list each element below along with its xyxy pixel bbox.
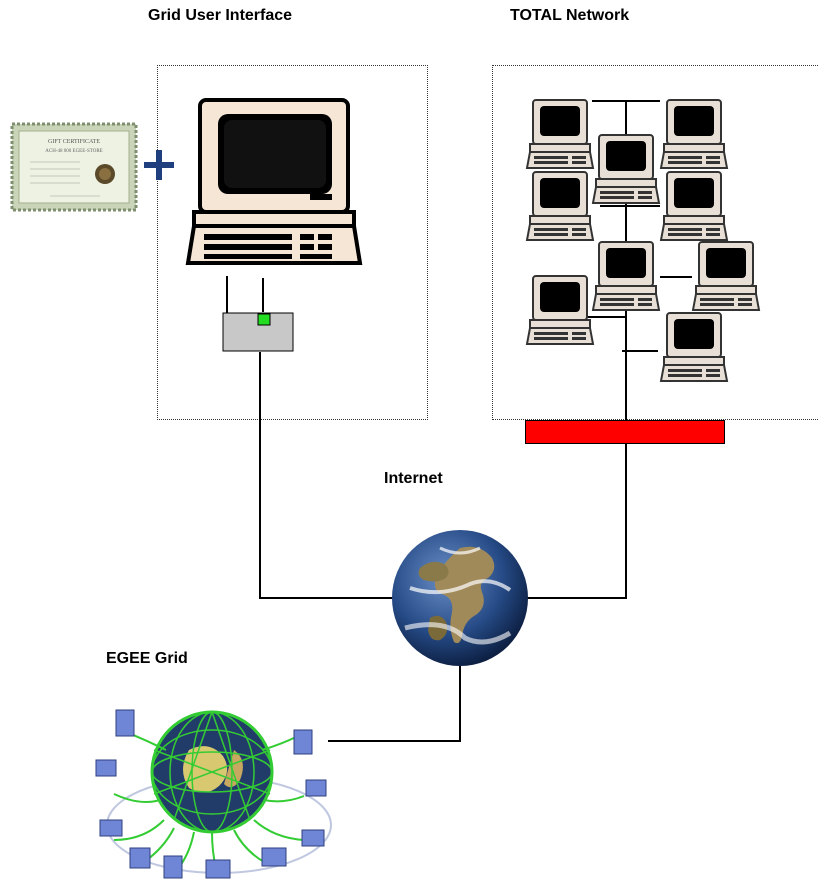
firewall-router-bar xyxy=(525,420,725,444)
modem-cable xyxy=(226,276,228,314)
egee-grid-label: EGEE Grid xyxy=(106,650,188,667)
grid-user-interface-label: Grid User Interface xyxy=(148,7,293,24)
modem-uplink-line xyxy=(262,278,264,312)
svg-text:ACH-48 000 EGEE-STORE: ACH-48 000 EGEE-STORE xyxy=(45,149,102,154)
network-link-3 xyxy=(558,316,625,318)
internet-to-grid-line-vertical xyxy=(459,666,461,742)
internet-label: Internet xyxy=(384,470,443,487)
modem-icon xyxy=(222,312,294,352)
network-pc-2 xyxy=(660,99,728,169)
network-pc-8 xyxy=(526,275,594,345)
network-pc-1 xyxy=(526,99,594,169)
network-link-2 xyxy=(660,276,692,278)
ui-to-internet-line-horizontal xyxy=(259,597,394,599)
network-link-top xyxy=(592,100,660,102)
ui-to-internet-line-vertical xyxy=(259,352,261,598)
egee-grid-icon xyxy=(95,709,332,879)
network-pc-7 xyxy=(692,241,760,311)
internet-to-grid-line-horizontal xyxy=(328,740,461,742)
total-network-boundary xyxy=(492,65,819,420)
network-pc-4 xyxy=(526,171,594,241)
svg-text:GIFT CERTIFICATE: GIFT CERTIFICATE xyxy=(48,139,100,145)
network-link-1 xyxy=(600,205,660,207)
network-pc-3 xyxy=(592,134,660,204)
network-to-internet-line-vertical xyxy=(625,444,627,598)
internet-globe-icon xyxy=(392,530,528,666)
network-pc-6 xyxy=(592,241,660,311)
certificate-icon: GIFT CERTIFICATE ACH-48 000 EGEE-STORE xyxy=(10,122,138,212)
grid-ui-boundary xyxy=(157,65,428,420)
network-link-4 xyxy=(622,350,658,352)
network-to-internet-line-horizontal xyxy=(525,597,627,599)
network-pc-5 xyxy=(660,171,728,241)
network-pc-9 xyxy=(660,312,728,382)
user-computer-icon xyxy=(185,98,363,265)
plus-icon xyxy=(144,150,174,180)
total-network-label: TOTAL Network xyxy=(510,7,630,24)
